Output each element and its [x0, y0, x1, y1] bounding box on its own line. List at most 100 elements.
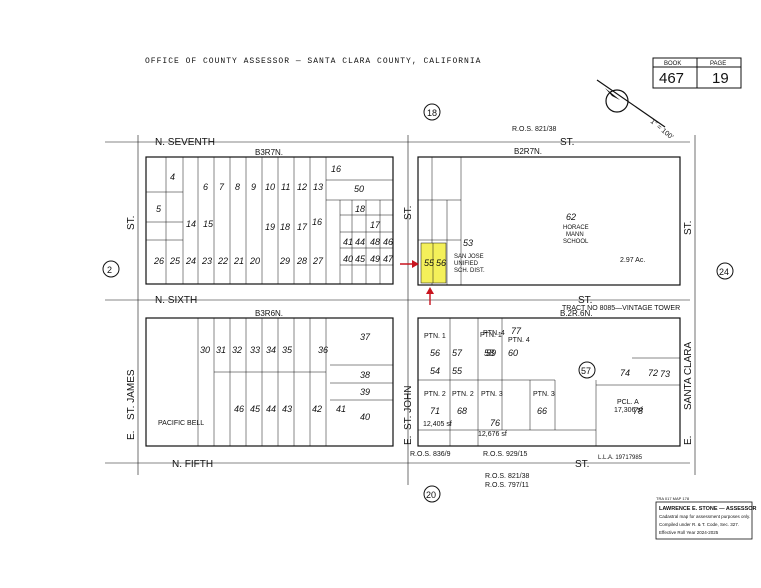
ros-bottom-1: R.O.S. 836/9 [410, 451, 451, 458]
nw-lot-14: 14 [186, 219, 196, 229]
nw-lot-17: 17 [297, 222, 308, 232]
highlight-parcels [420, 242, 447, 284]
school-area: 2.97 Ac. [620, 257, 645, 264]
nw-lot-15: 15 [203, 219, 214, 229]
sw-lot-41: 41 [336, 404, 346, 414]
assessor-footer: TRA 017 MAP 178 LAWRENCE E. STONE — ASSE… [655, 496, 757, 540]
footer-tra: TRA 017 MAP 178 [656, 496, 690, 501]
lla-label: L.L.A. 19717985 [598, 455, 643, 461]
se-ptn-parcel-58: 58 [484, 348, 494, 358]
pcl-a-label: PCL. A [617, 399, 639, 406]
se-parcel-60: 60 [508, 348, 518, 358]
street-fifth: N. FIFTH [172, 459, 213, 470]
se-ptn-parcel-66: 66 [537, 406, 547, 416]
page-label: PAGE [710, 61, 726, 67]
footer-line-1: LAWRENCE E. STONE — ASSESSOR [659, 506, 757, 512]
circle-ref-left: 2 [107, 265, 112, 275]
district-line-1: SAN JOSE [454, 254, 484, 260]
nw-lot-11: 11 [281, 182, 290, 192]
se-ptn-label-4: PTN. 4 [508, 337, 530, 344]
block-label-se: B.2R.6N. [560, 309, 592, 318]
pacific-bell-label: PACIFIC BELL [158, 420, 204, 427]
nw-lot-7: 7 [219, 182, 225, 192]
se-ptn-parcel-68: 68 [457, 406, 467, 416]
district-parcel: 53 [463, 238, 473, 248]
school-name-1: HORACE [563, 225, 589, 231]
street-santa-clara-st: ST. [683, 221, 694, 235]
se-parcel-54: 54 [430, 366, 440, 376]
area-p76: 12,676 sf [478, 431, 507, 438]
sw-lot-32: 32 [232, 345, 242, 355]
highlight-lot-55: 55 [424, 258, 435, 268]
nw-lot-19: 19 [265, 222, 275, 232]
sw-lot-44: 44 [266, 404, 276, 414]
nw-right-lot-47: 47 [383, 254, 394, 264]
sw-lot-42: 42 [312, 404, 322, 414]
circle-ref-top: 18 [427, 108, 437, 118]
sw-lot-36: 36 [318, 345, 328, 355]
nw-lot-12: 12 [297, 182, 307, 192]
north-arrow-icon: 1" = 100' [596, 79, 674, 141]
nw-lot-25: 25 [169, 256, 181, 266]
school-name-2: MANN [566, 232, 584, 238]
nw-lot-20: 20 [249, 256, 260, 266]
school-name-3: SCHOOL [563, 239, 589, 245]
street-st-john: ST. JOHN [403, 386, 414, 430]
se-ptn-parcel-71: 71 [430, 406, 440, 416]
nw-lot-28: 28 [296, 256, 307, 266]
nw-right-lot-48: 48 [370, 237, 380, 247]
nw-lot-8: 8 [235, 182, 240, 192]
nw-lot-4: 4 [170, 172, 175, 182]
nw-lot-10: 10 [265, 182, 275, 192]
street-st-james-e: E. [126, 431, 137, 440]
se-ptn-parcel-59: 59 [486, 348, 496, 358]
nw-right-lot-41: 41 [343, 237, 353, 247]
se-parcel-57: 57 [452, 348, 463, 358]
circle-ref-right: 24 [719, 267, 729, 277]
area-p71: 12,405 sf [423, 421, 452, 428]
se-parcel-55: 55 [452, 366, 463, 376]
block-se: B.2R.6N. TRACT NO 8085—VINTAGE TOWER PTN… [417, 305, 681, 461]
nw-right-lot-17: 17 [370, 220, 381, 230]
sw-lot-43: 43 [282, 404, 292, 414]
block-sw: B3R6N. 30 31 32 33 34 35 36 37 38 39 40 … [145, 309, 394, 447]
tract-label: TRACT NO 8085—VINTAGE TOWER [562, 305, 680, 312]
sw-lot-38: 38 [360, 370, 370, 380]
footer-line-4: Effective Roll Year 2024-2025 [659, 530, 719, 535]
se-ptn-label-2: PTN. 1 [480, 332, 502, 339]
block-ne: 55 56 B2R7N. 62 HORACE MANN SCHOOL 2.97 … [417, 147, 681, 286]
highlight-lot-56: 56 [436, 258, 446, 268]
nw-lot-24: 24 [185, 256, 196, 266]
footer-line-2: Cadastral map for assessment purposes on… [659, 514, 750, 519]
block-label-ne: B2R7N. [514, 147, 542, 156]
sw-lot-35: 35 [282, 345, 293, 355]
circle-ref-mid: 57 [581, 366, 591, 376]
nw-right-lot-18: 18 [355, 204, 365, 214]
street-santa-clara: SANTA CLARA [683, 342, 694, 410]
block-nw: B3R7N. 4 5 6 7 8 9 10 11 12 13 14 15 16 … [145, 148, 394, 285]
book-number: 467 [659, 70, 684, 87]
se-ptn-parcel-76: 76 [490, 418, 500, 428]
nw-right-lot-45: 45 [355, 254, 366, 264]
nw-lot-27: 27 [312, 256, 324, 266]
book-label: BOOK [664, 61, 681, 67]
nw-right-lot-40: 40 [343, 254, 353, 264]
se-ptn-label-3: PTN. 4 [483, 330, 505, 337]
nw-right-lot-50: 50 [354, 184, 364, 194]
page-number: 19 [712, 70, 729, 87]
se-ptn-parcel-56: 56 [430, 348, 440, 358]
se-parcel-74: 74 [620, 368, 630, 378]
se-parcel-73: 73 [660, 369, 670, 379]
nw-lot-21: 21 [233, 256, 244, 266]
se-parcel-78: 78 [633, 406, 643, 416]
nw-lot-18: 18 [280, 222, 290, 232]
street-seventh: N. SEVENTH [155, 137, 215, 148]
nw-lot-6: 6 [203, 182, 208, 192]
street-st-james-st: ST. [126, 216, 137, 230]
se-ptn-label-8: PTN. 3 [533, 391, 555, 398]
sw-lot-46: 46 [234, 404, 244, 414]
sw-lot-34: 34 [266, 345, 276, 355]
se-ptn-label-5: PTN. 2 [424, 391, 446, 398]
se-ptn-label-1: PTN. 1 [424, 333, 446, 340]
